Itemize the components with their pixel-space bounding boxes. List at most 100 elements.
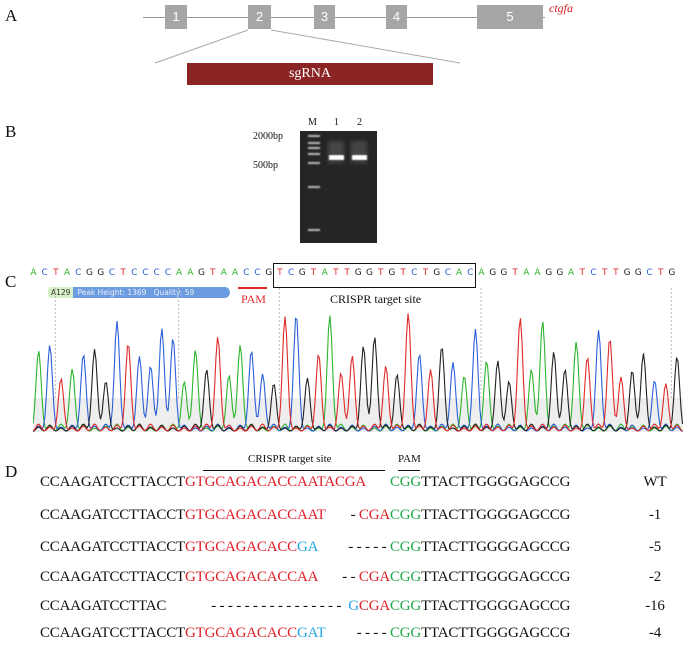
- base-call: C: [444, 268, 452, 278]
- sequence-segment: CGG: [390, 474, 422, 490]
- base-call: T: [657, 268, 664, 278]
- sequence-segment: CCAAGATCCTTACCT: [40, 539, 185, 555]
- sequence-segment: - -: [338, 569, 359, 585]
- lane-label-m: M: [308, 117, 317, 128]
- sequence-left: CCAAGATCCTTAC: [40, 598, 166, 615]
- base-call: T: [333, 268, 339, 278]
- sequence-segment: CGG: [390, 507, 422, 523]
- base-call: C: [254, 268, 261, 278]
- base-call: T: [579, 268, 586, 278]
- sequence-left: CCAAGATCCTTACCTGTGCAGACACCAATACGA: [40, 474, 366, 491]
- target-site-box: [273, 263, 476, 288]
- gene-name: ctgfa: [549, 1, 573, 15]
- sequence-left: CCAAGATCCTTACCTGTGCAGACACCAAT: [40, 507, 326, 524]
- alignment-row: CCAAGATCCTTAC - - - - - - - - - - - - - -…: [0, 598, 685, 618]
- base-call: A: [321, 268, 328, 278]
- mutation-label: -1: [648, 507, 662, 523]
- sequence-segment: TTACTTGGGGAGCCG: [421, 598, 571, 614]
- base-call: C: [131, 268, 138, 278]
- sequence-segment: - - - -: [356, 625, 390, 641]
- panel-b-label: B: [5, 122, 17, 141]
- base-call: G: [489, 268, 497, 278]
- panel-a-label: A: [5, 6, 18, 25]
- sequence-segment: CGA: [358, 569, 390, 585]
- base-call: T: [601, 268, 608, 278]
- base-call: C: [646, 268, 653, 278]
- base-call: T: [120, 268, 126, 278]
- pam-underline: [238, 287, 267, 289]
- sequence-segment: CGA: [358, 598, 390, 614]
- base-call: G: [623, 268, 631, 278]
- sequence-segment: CGG: [390, 539, 422, 555]
- mutation-label: -2: [648, 569, 662, 585]
- alignment-row: CCAAGATCCTTACCTGTGCAGACACCGA- - - - - CG…: [0, 539, 685, 559]
- base-call: A: [30, 268, 37, 278]
- base-call: G: [668, 268, 676, 278]
- sequence-segment: CCAAGATCCTTACCT: [40, 507, 185, 523]
- base-call: A: [64, 268, 71, 278]
- base-call: G: [265, 268, 273, 278]
- sgrna-bar: sgRNA: [187, 63, 433, 85]
- marker-2000bp: 2000bp: [253, 131, 283, 142]
- trace-T: [33, 313, 683, 432]
- sequence-segment: TTACTTGGGGAGCCG: [421, 569, 571, 585]
- base-call: C: [590, 268, 597, 278]
- base-call: T: [512, 268, 518, 278]
- marker-500bp: 500bp: [253, 160, 278, 171]
- zoom-lines: [154, 29, 461, 64]
- sequence-gap: - - - -: [357, 625, 390, 642]
- base-call: G: [97, 268, 105, 278]
- sequence-segment: GA: [296, 539, 319, 555]
- sequence-segment: CCAAGATCCTTACCT: [40, 474, 185, 490]
- base-call: G: [500, 268, 508, 278]
- sequence-segment: CGG: [390, 598, 422, 614]
- base-call: A: [232, 268, 239, 278]
- sequence-left: CCAAGATCCTTACCTGTGCAGACACCGA: [40, 539, 318, 556]
- sequence-right: CGGTTACTTGGGGAGCCG: [390, 569, 570, 586]
- base-call: A: [187, 268, 194, 278]
- sequence-right: CGGTTACTTGGGGAGCCG: [390, 598, 570, 615]
- panel-c-label: C: [5, 272, 17, 291]
- sequence-segment: GTGCAGACACCAATACGA: [184, 474, 367, 490]
- base-call: T: [310, 268, 317, 278]
- base-call: G: [556, 268, 564, 278]
- lane-label-2: 2: [357, 117, 362, 128]
- base-call: G: [433, 268, 441, 278]
- base-call: A: [523, 268, 530, 278]
- base-call: C: [164, 268, 172, 278]
- sequence-left: CCAAGATCCTTACCTGTGCAGACACCAA: [40, 569, 318, 586]
- chromatogram: [33, 288, 683, 432]
- base-call: G: [545, 268, 553, 278]
- base-call: G: [354, 268, 362, 278]
- lane-label-1: 1: [334, 117, 339, 128]
- badge-info: Peak Height: 1369 Quality: 59: [73, 287, 231, 298]
- base-call: G: [634, 268, 642, 278]
- sequence-segment: GAT: [296, 625, 326, 641]
- badge-id: A129: [48, 287, 74, 298]
- base-call: C: [243, 268, 250, 278]
- base-call: T: [53, 268, 59, 278]
- sequence-segment: TTACTTGGGGAGCCG: [421, 625, 571, 641]
- base-call: G: [388, 268, 396, 278]
- sequence-segment: CCAAGATCCTTACCT: [40, 569, 185, 585]
- exon-4: 4: [386, 5, 407, 29]
- base-call: T: [613, 268, 619, 278]
- base-call: A: [568, 268, 575, 278]
- sequence-segment: TTACTTGGGGAGCCG: [421, 507, 571, 523]
- exon-2: 2: [248, 5, 271, 29]
- base-call: G: [198, 268, 205, 278]
- sequence-right: CGGTTACTTGGGGAGCCG: [390, 539, 570, 556]
- base-call: C: [41, 268, 48, 278]
- base-call: C: [108, 268, 116, 278]
- base-call: A: [456, 268, 463, 278]
- sequence-segment: G: [348, 598, 359, 614]
- panel-d-label: D: [5, 462, 18, 481]
- sequence-segment: - - - - - - - - - - - - - - - -: [211, 598, 349, 614]
- base-call: T: [209, 268, 216, 278]
- sequence-segment: GTGCAGACACCAAT: [184, 507, 326, 523]
- base-call: T: [277, 268, 283, 278]
- base-call: A: [478, 268, 485, 278]
- base-call: G: [86, 268, 93, 278]
- sequence-gap: - CGA: [347, 507, 391, 524]
